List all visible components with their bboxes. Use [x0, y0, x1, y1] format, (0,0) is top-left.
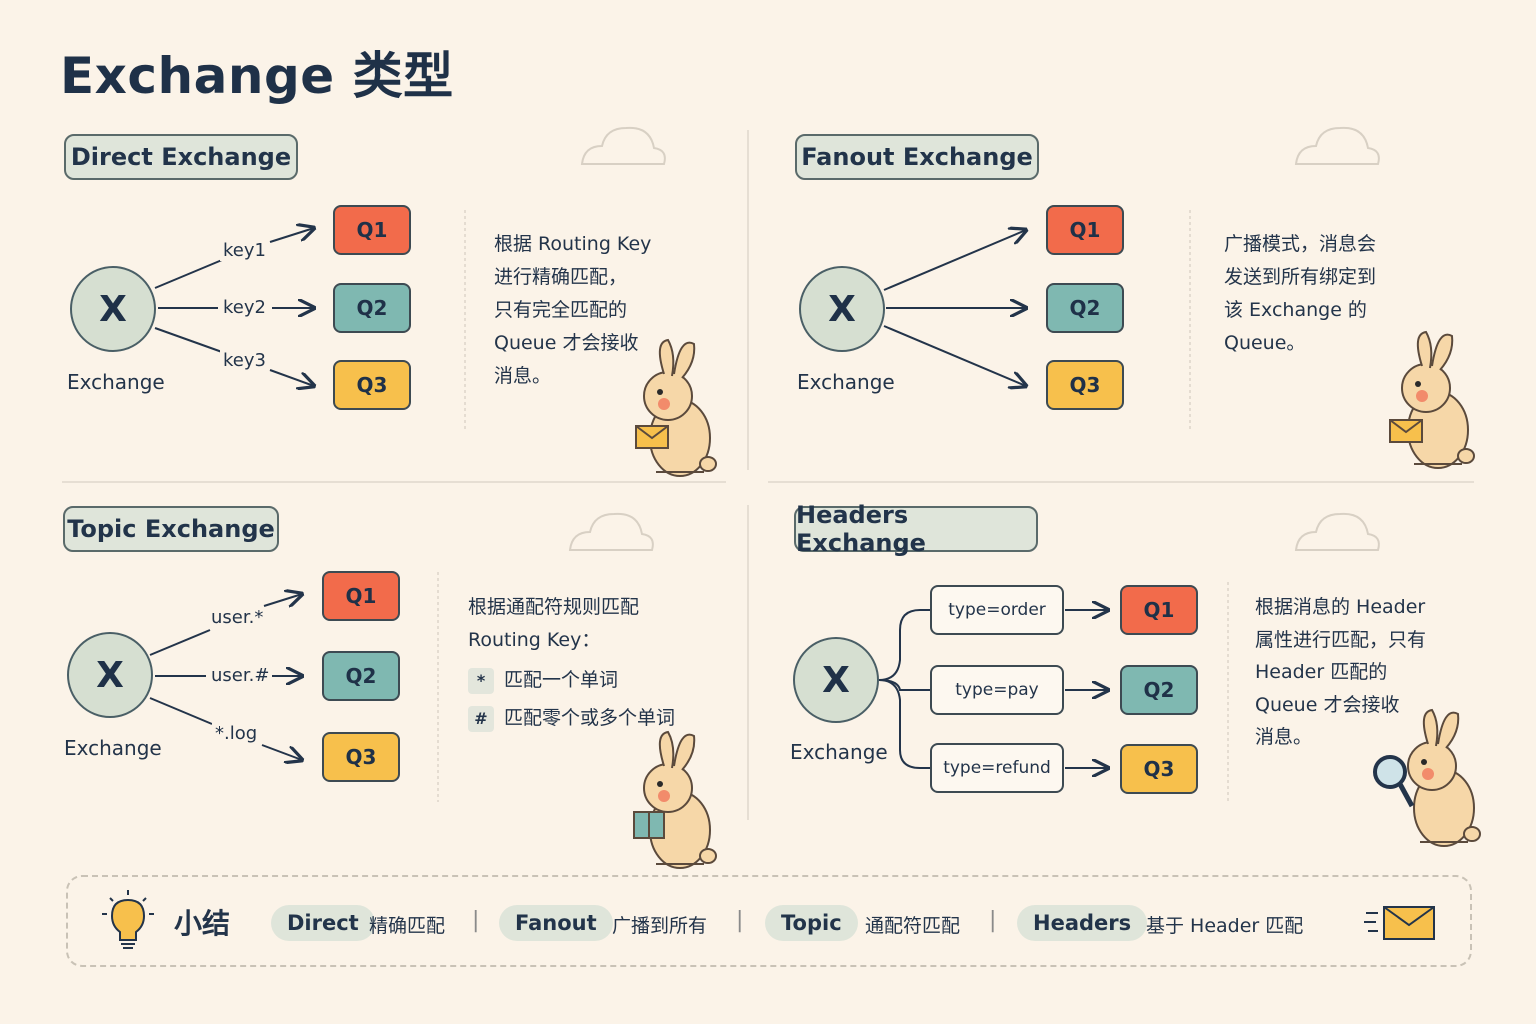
wildcard-symbol: * [468, 667, 494, 694]
bunny-illustration [633, 731, 717, 869]
description-line: Queue 才会接收 [1255, 693, 1400, 716]
queue-q3: Q3 [1046, 360, 1124, 410]
cloud-icon [569, 512, 654, 551]
queue-q2: Q2 [333, 283, 411, 333]
wildcard-symbol: # [468, 705, 494, 732]
queue-q3: Q3 [1120, 744, 1198, 794]
description-line: 根据 Routing Key [494, 233, 652, 255]
book-icon [633, 811, 665, 839]
direct-exchange-heading: Direct Exchange [64, 134, 298, 180]
queue-q2: Q2 [1046, 283, 1124, 333]
description-line: Queue 才会接收 [494, 332, 639, 354]
cloud-icon [581, 126, 666, 165]
description-line: 发送到所有绑定到 [1224, 266, 1377, 288]
routing-key-label: user.* [208, 607, 267, 628]
envelope-icon [1364, 906, 1435, 940]
headers-exchange-node: X [793, 637, 879, 723]
routing-key-label: *.log [212, 723, 261, 744]
direct-exchange-label: Exchange [67, 370, 165, 394]
description-line: 广播模式，消息会 [1224, 233, 1377, 255]
topic-description: 根据通配符规则匹配 Routing Key： [468, 591, 639, 657]
summary-badge-fanout: Fanout [499, 905, 613, 941]
summary-separator: | [736, 908, 744, 933]
page-title: Exchange 类型 [60, 47, 454, 105]
wildcard-meaning: 匹配零个或多个单词 [504, 707, 676, 729]
description-line: 只有完全匹配的 [494, 299, 628, 321]
headers-bindings [878, 610, 1108, 768]
fanout-exchange-node: X [799, 266, 885, 352]
magnifier-icon [1373, 755, 1415, 808]
fanout-description: 广播模式，消息会 发送到所有绑定到 该 Exchange 的 Queue。 [1224, 228, 1376, 360]
summary-text-fanout: 广播到所有 [612, 915, 708, 937]
wildcard-meaning: 匹配一个单词 [504, 669, 619, 691]
wildcard-rule: * 匹配一个单词 [468, 664, 618, 697]
lightbulb-icon [102, 890, 154, 949]
queue-q1: Q1 [1120, 585, 1198, 635]
queue-q1: Q1 [322, 571, 400, 621]
summary-text-headers: 基于 Header 匹配 [1146, 915, 1304, 937]
queue-q2: Q2 [1120, 665, 1198, 715]
summary-text-direct: 精确匹配 [369, 915, 446, 937]
topic-exchange-label: Exchange [64, 736, 162, 760]
description-line: Routing Key： [468, 629, 601, 651]
queue-q1: Q1 [333, 205, 411, 255]
routing-key-label: key3 [220, 350, 269, 371]
direct-exchange-node: X [70, 266, 156, 352]
queue-q3: Q3 [322, 732, 400, 782]
description-line: 该 Exchange 的 [1224, 299, 1367, 321]
fanout-exchange-heading: Fanout Exchange [795, 134, 1039, 180]
topic-exchange-heading: Topic Exchange [63, 506, 279, 552]
description-line: Queue。 [1224, 332, 1306, 354]
routing-key-label: user.# [208, 665, 273, 686]
envelope-icon [1389, 419, 1423, 443]
topic-bindings [149, 594, 302, 760]
envelope-icon [635, 425, 669, 449]
description-line: 根据通配符规则匹配 [468, 596, 640, 618]
summary-badge-headers: Headers [1017, 905, 1148, 941]
bunny-illustration [1389, 331, 1475, 469]
topic-exchange-node: X [67, 632, 153, 718]
summary-badge-direct: Direct [271, 905, 375, 941]
wildcard-rule: # 匹配零个或多个单词 [468, 702, 675, 735]
queue-q2: Q2 [322, 651, 400, 701]
headers-description: 根据消息的 Header 属性进行匹配，只有 Header 匹配的 Queue … [1255, 591, 1426, 754]
summary-text-topic: 通配符匹配 [865, 915, 961, 937]
queue-q1: Q1 [1046, 205, 1124, 255]
summary-panel [66, 875, 1472, 967]
summary-title: 小结 [174, 907, 231, 940]
queue-q3: Q3 [333, 360, 411, 410]
fanout-bindings [883, 230, 1026, 386]
description-line: 消息。 [494, 365, 552, 387]
headers-exchange-heading: Headers Exchange [794, 501, 1038, 557]
description-line: Header 匹配的 [1255, 661, 1388, 683]
direct-bindings [154, 228, 314, 386]
description-line: 属性进行匹配，只有 [1255, 628, 1427, 651]
header-condition: type=refund [930, 743, 1064, 793]
header-condition: type=order [930, 585, 1064, 635]
header-condition: type=pay [930, 665, 1064, 715]
direct-description: 根据 Routing Key 进行精确匹配， 只有完全匹配的 Queue 才会接… [494, 228, 651, 393]
routing-key-label: key2 [220, 297, 269, 318]
bunny-illustration [1373, 709, 1481, 847]
summary-separator: | [989, 908, 997, 933]
cloud-icon [1295, 126, 1380, 165]
routing-key-label: key1 [220, 240, 269, 261]
description-line: 消息。 [1255, 726, 1313, 748]
description-line: 进行精确匹配， [494, 266, 628, 288]
summary-badge-topic: Topic [765, 905, 858, 941]
headers-exchange-label: Exchange [790, 740, 888, 764]
cloud-icon [1295, 512, 1380, 551]
summary-separator: | [472, 908, 480, 933]
fanout-exchange-label: Exchange [797, 370, 895, 394]
description-line: 根据消息的 Header [1255, 596, 1426, 618]
